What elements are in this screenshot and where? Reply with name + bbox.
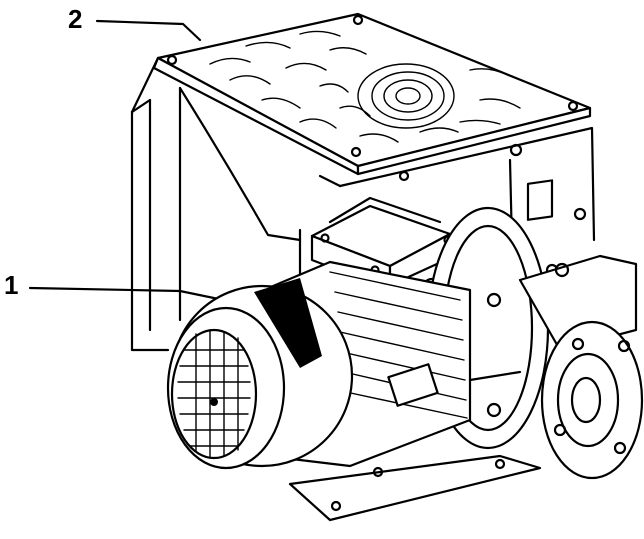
cover-texture — [209, 30, 521, 143]
leader-line-2 — [95, 19, 202, 42]
rating-label — [254, 278, 322, 368]
mounting-foot — [288, 454, 542, 522]
pump-volute — [518, 254, 644, 480]
housing — [130, 56, 596, 352]
callout-label-1: 1 — [4, 270, 19, 300]
top-cover-plate — [152, 12, 592, 176]
callout-label-2: 2 — [68, 4, 83, 34]
fan-cover — [166, 284, 354, 470]
